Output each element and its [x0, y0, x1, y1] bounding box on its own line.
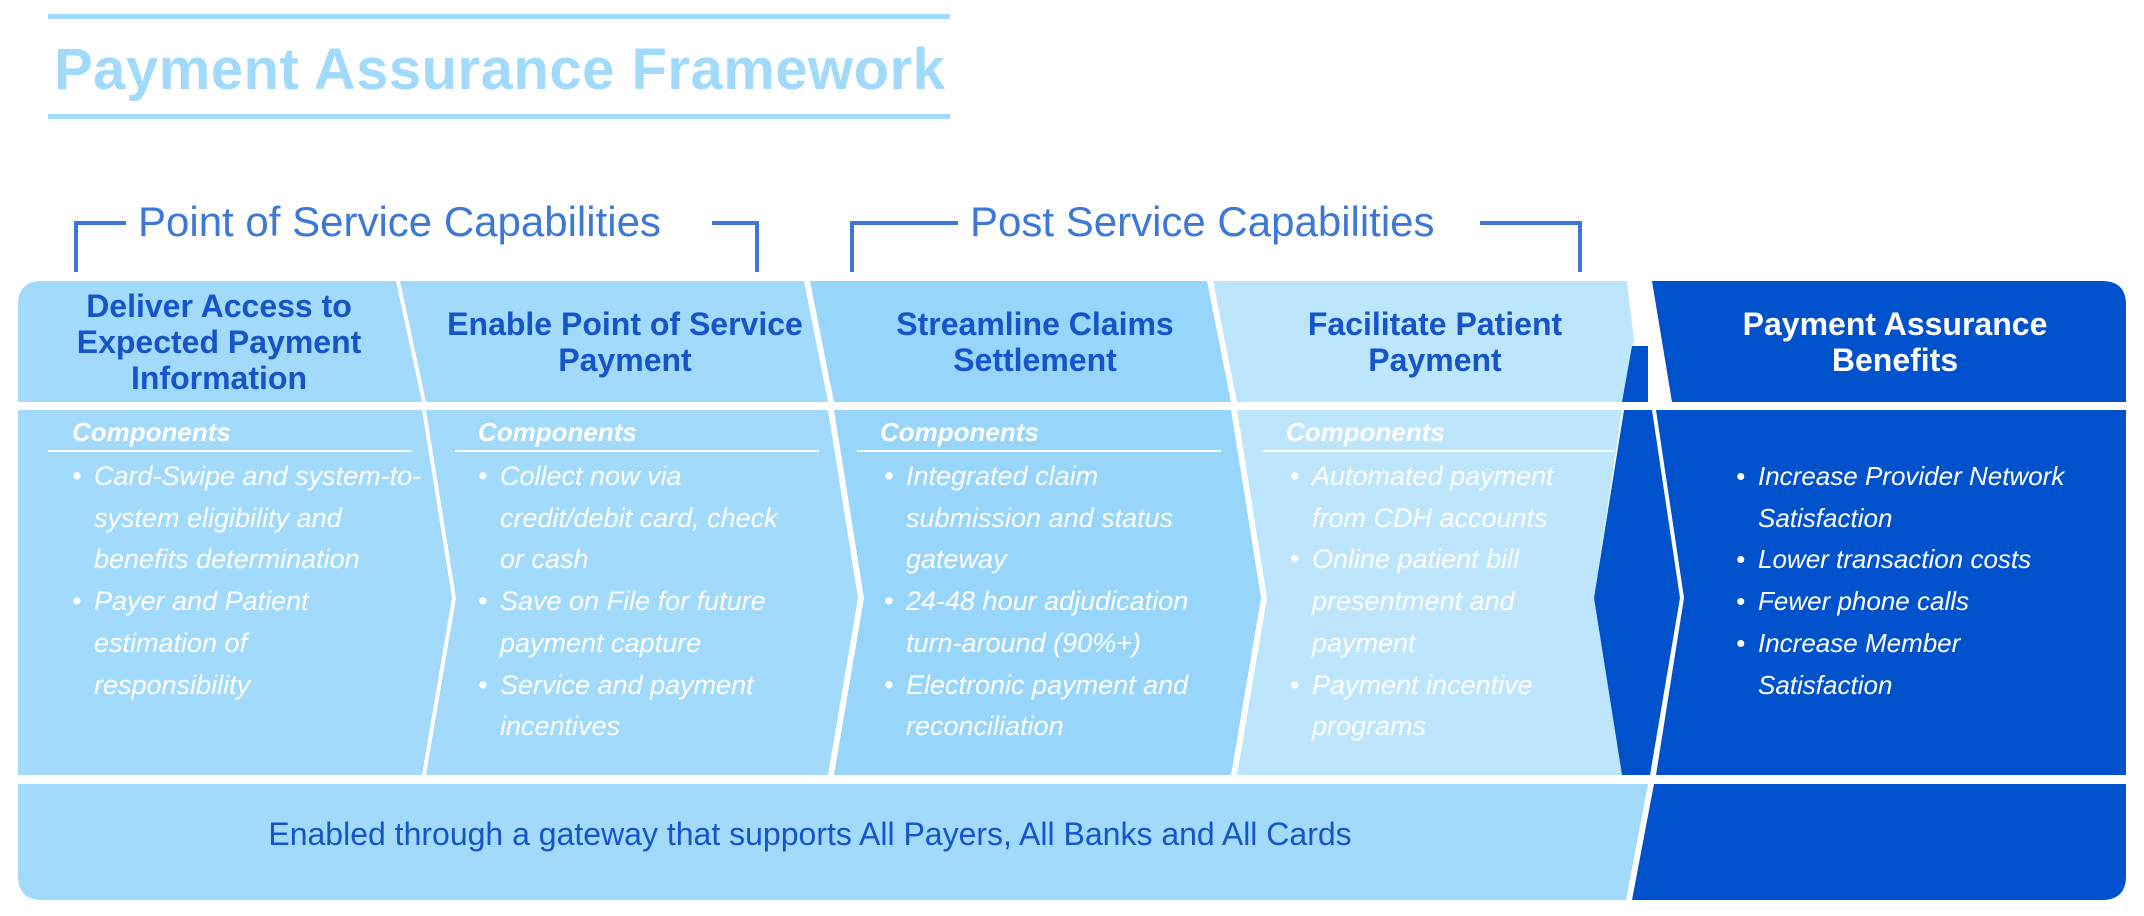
col1-components-rule: [48, 450, 412, 452]
col2-component-list: Collect now via credit/debit card, check…: [478, 456, 848, 748]
col3-component-list: Integrated claim submission and status g…: [884, 456, 1254, 748]
footer-shape: [18, 784, 1648, 900]
bracket-pos-left: [74, 221, 130, 272]
bracket-pos-right: [712, 221, 759, 272]
col1-heading: Deliver Access to Expected Payment Infor…: [76, 288, 362, 396]
chevron-sliver-top: [1622, 346, 1648, 402]
title-rule-bottom: [48, 114, 950, 119]
col2-components-label: Components: [478, 417, 637, 447]
col1-heading-shape: [18, 281, 422, 402]
list-item: Payer and Patient estimation of responsi…: [72, 581, 442, 706]
title-rule-top: [48, 14, 950, 19]
benefit-heading-shape: [1652, 281, 2126, 402]
col2-heading: Enable Point of Service Payment: [447, 306, 803, 378]
col1-components-label: Components: [72, 417, 231, 447]
bracket-post-right: [1480, 221, 1582, 272]
page-title: Payment Assurance Framework: [54, 37, 946, 102]
col4-components-rule: [1262, 450, 1614, 452]
benefits-list: Increase Provider Network Satisfaction L…: [1736, 456, 2116, 706]
col4-heading: Facilitate Patient Payment: [1307, 306, 1563, 378]
list-item: Fewer phone calls: [1736, 581, 2116, 623]
col1-component-list: Card-Swipe and system-to-system eligibil…: [72, 456, 442, 706]
list-item: Increase Provider Network Satisfaction: [1736, 456, 2116, 539]
list-item: Increase Member Satisfaction: [1736, 623, 2116, 706]
list-item: Lower transaction costs: [1736, 539, 2116, 581]
group-label-post-service: Post Service Capabilities: [958, 197, 1447, 247]
list-item: Save on File for future payment capture: [478, 581, 848, 664]
col3-heading-shape: [810, 281, 1231, 402]
list-item: Card-Swipe and system-to-system eligibil…: [72, 456, 442, 581]
bracket-post-left: [850, 221, 960, 272]
gateway-footer: Enabled through a gateway that supports …: [268, 816, 1352, 852]
list-item: Integrated claim submission and status g…: [884, 456, 1254, 581]
col3-heading: Streamline Claims Settlement: [896, 306, 1174, 378]
col4-heading-shape: [1213, 281, 1634, 402]
list-item: Automated payment from CDH accounts: [1290, 456, 1620, 539]
col4-components-label: Components: [1286, 417, 1445, 447]
col3-components-rule: [857, 450, 1221, 452]
list-item: Service and payment incentives: [478, 665, 848, 748]
list-item: Collect now via credit/debit card, check…: [478, 456, 848, 581]
list-item: 24-48 hour adjudication turn-around (90%…: [884, 581, 1254, 664]
group-label-point-of-service: Point of Service Capabilities: [126, 197, 673, 247]
list-item: Online patient bill presentment and paym…: [1290, 539, 1620, 664]
col4-component-list: Automated payment from CDH accounts Onli…: [1290, 456, 1620, 748]
col2-heading-shape: [400, 281, 828, 402]
list-item: Payment incentive programs: [1290, 665, 1620, 748]
col2-components-rule: [455, 450, 819, 452]
col3-components-label: Components: [880, 417, 1039, 447]
benefits-heading: Payment Assurance Benefits: [1742, 306, 2048, 378]
list-item: Electronic payment and reconciliation: [884, 665, 1254, 748]
benefit-footer-shape: [1632, 784, 2126, 900]
